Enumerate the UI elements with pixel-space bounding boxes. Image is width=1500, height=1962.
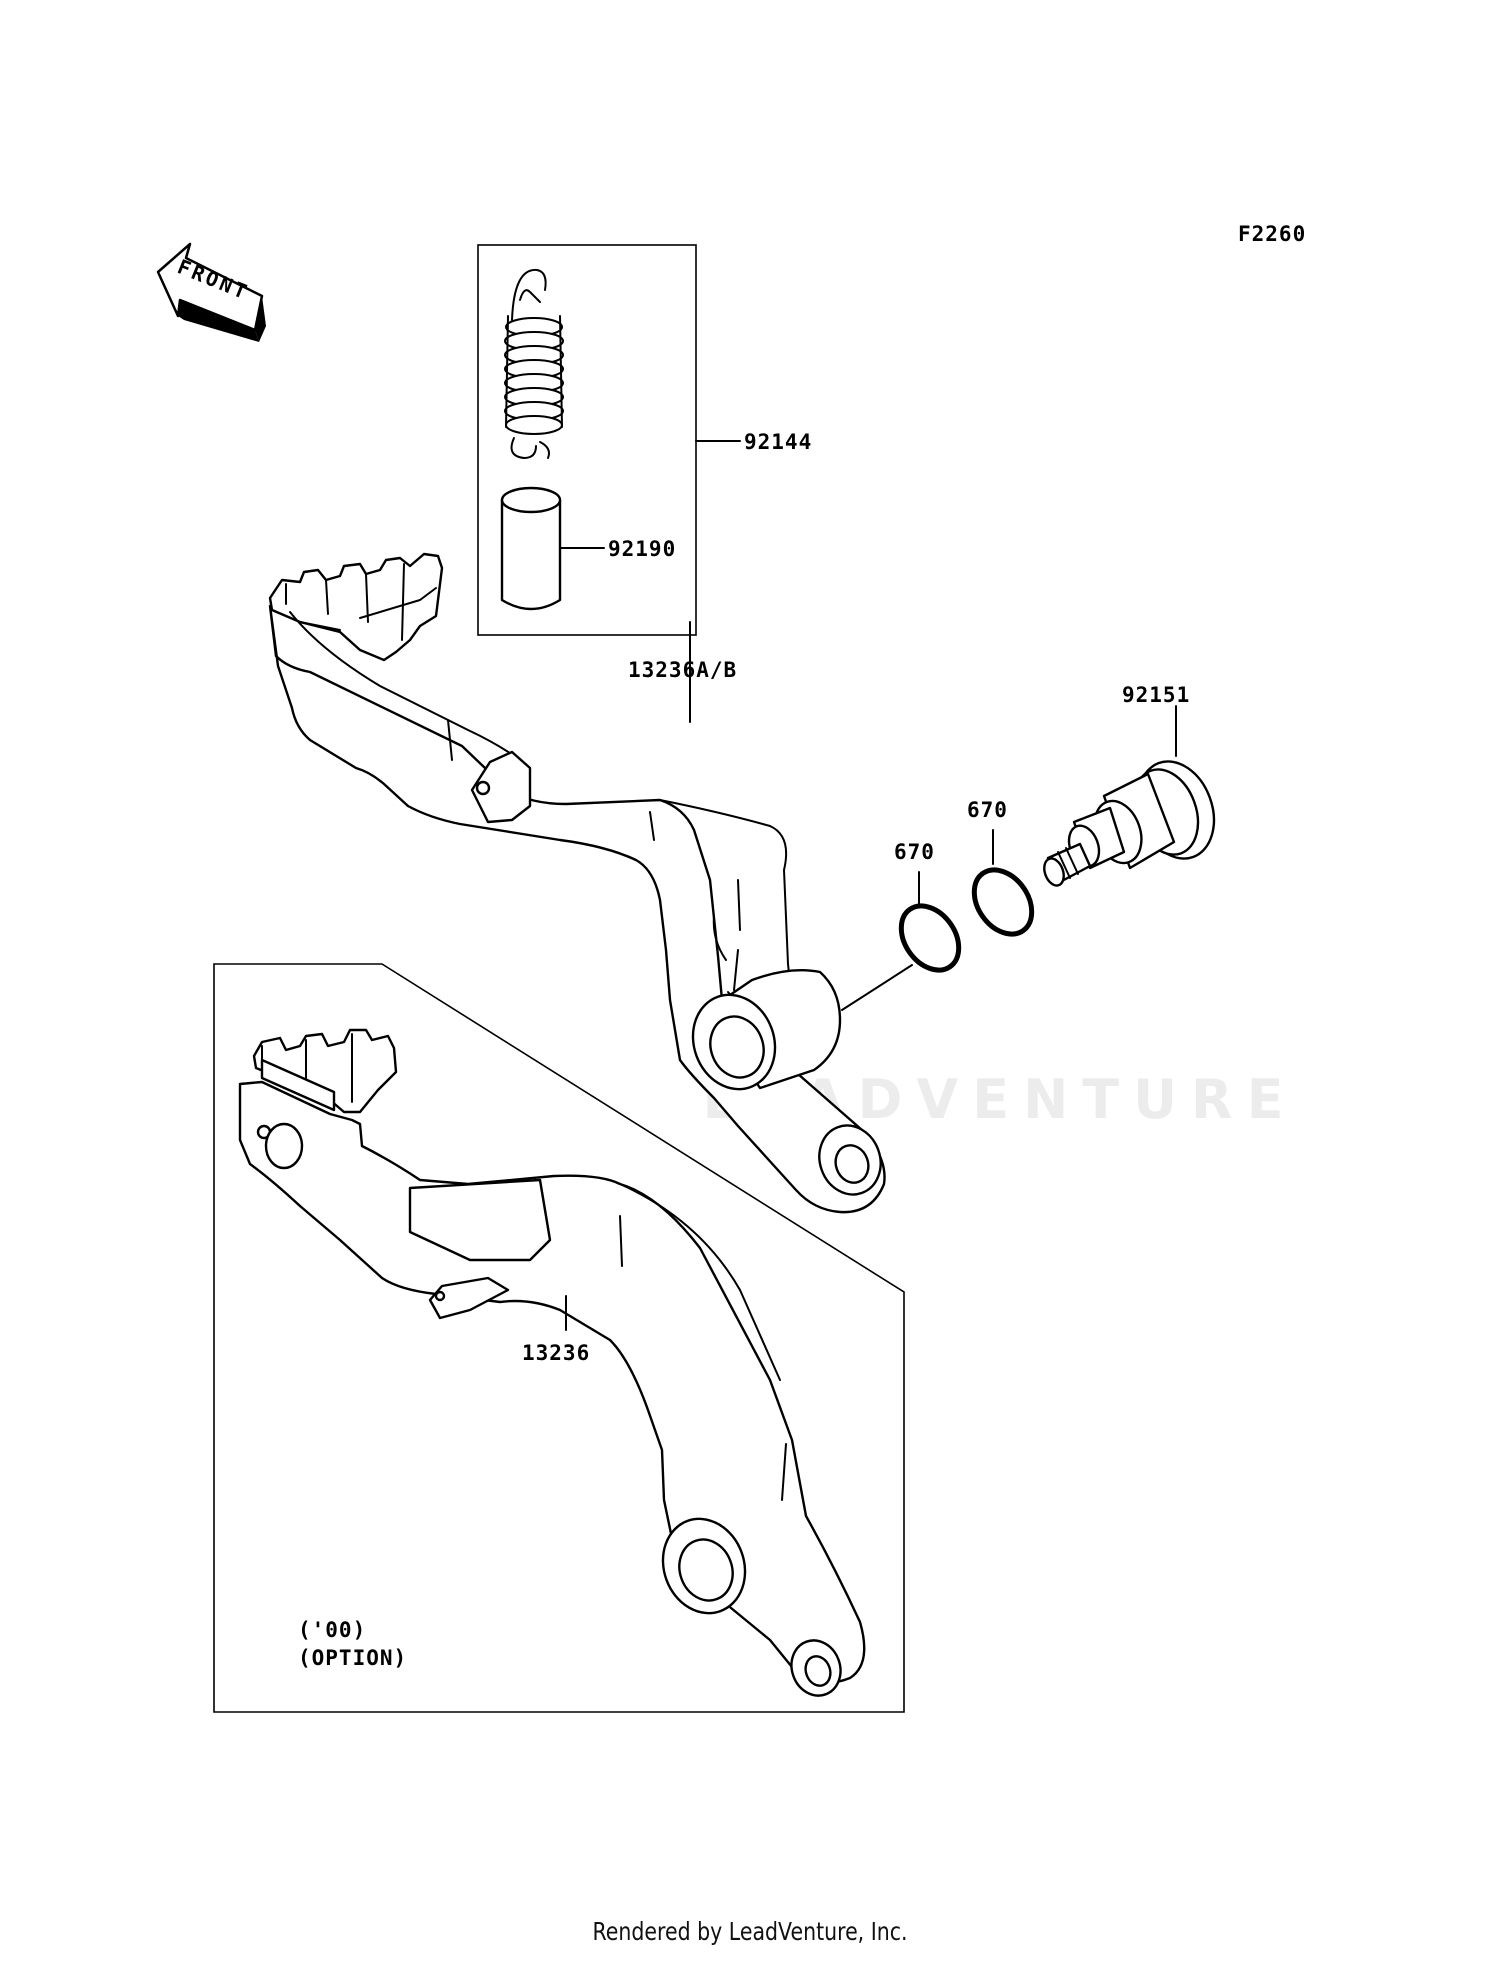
option-box xyxy=(213,963,905,1713)
label-670-left: 670 xyxy=(894,840,935,864)
oring-right-icon xyxy=(971,867,1035,937)
footer-credit: Rendered by LeadVenture, Inc. xyxy=(592,1917,908,1946)
pivot-bolt-icon xyxy=(1043,760,1216,887)
front-arrow-icon: FRONT xyxy=(156,242,266,342)
label-13236ab: 13236A/B xyxy=(628,658,737,682)
label-92151: 92151 xyxy=(1122,683,1190,707)
label-13236: 13236 xyxy=(522,1341,590,1365)
option-note-year: ('00) xyxy=(298,1618,366,1642)
option-note-option: (OPTION) xyxy=(298,1646,407,1670)
brake-pedal-main-icon xyxy=(268,552,886,1214)
label-92144: 92144 xyxy=(744,430,812,454)
collar-icon xyxy=(500,486,562,611)
label-92190: 92190 xyxy=(608,537,676,561)
label-670-right: 670 xyxy=(967,798,1008,822)
oring-left-icon xyxy=(898,903,962,973)
brake-pedal-option-icon xyxy=(238,1028,866,1697)
diagram-id: F2260 xyxy=(1238,222,1306,246)
spring-icon xyxy=(504,268,564,459)
